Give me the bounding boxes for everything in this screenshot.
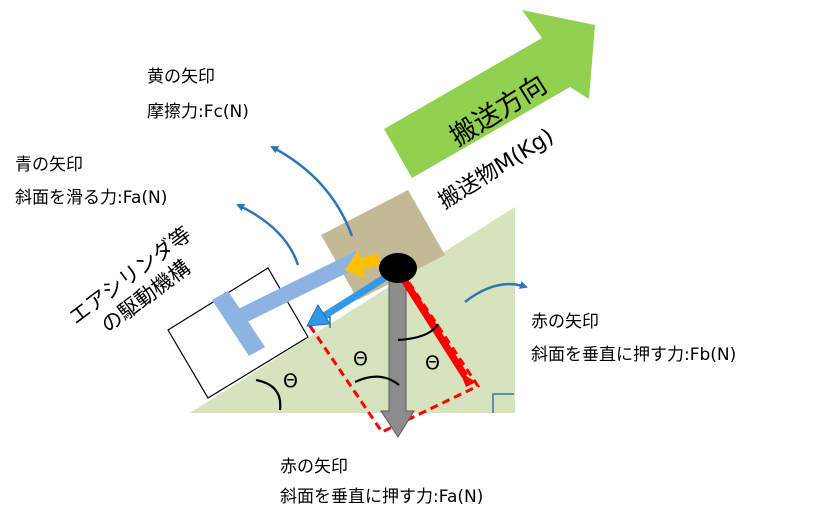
yellow-arrow-title: 黄の矢印 [147,67,215,87]
theta-label-gravity: Θ [353,348,368,370]
right-angle-marker [492,393,514,413]
theta-label-slope: Θ [283,370,298,392]
red-arrow-right-title: 赤の矢印 [531,312,599,332]
red-arrow-right-desc: 斜面を垂直に押す力:Fb(N) [531,345,737,365]
blue-arrow-title: 青の矢印 [15,155,83,175]
gravity-arrow [380,274,415,438]
red-arrow-shaft [398,273,468,378]
blue-arrow-head [306,303,331,327]
center-of-mass-dot [379,253,417,283]
force-decomposition-rect [307,263,481,434]
angle-arc-slope [255,378,282,411]
yellow-arrow-desc: 摩擦力:Fc(N) [147,102,249,122]
yellow-arrow [345,250,380,279]
cylinder-rod [234,251,363,325]
transport-direction-arrow [384,10,595,178]
cylinder-piston [212,291,265,356]
pointer-arrow-yellow [270,145,354,237]
pointer-arrow-blue [236,203,300,266]
angle-arc-gravity [354,375,400,386]
blue-arrow-shaft [322,269,396,319]
pointer-arrow-red [464,281,528,303]
red-arrow-bottom-desc: 斜面を垂直に押す力:Fa(N) [280,487,484,507]
blue-arrow-desc: 斜面を滑る力:Fa(N) [15,188,168,208]
red-arrow-bottom-title: 赤の矢印 [280,457,348,477]
red-arrow-head [460,372,476,387]
theta-label-perpendicular: Θ [425,352,440,374]
angle-arc-perpendicular [397,323,439,342]
